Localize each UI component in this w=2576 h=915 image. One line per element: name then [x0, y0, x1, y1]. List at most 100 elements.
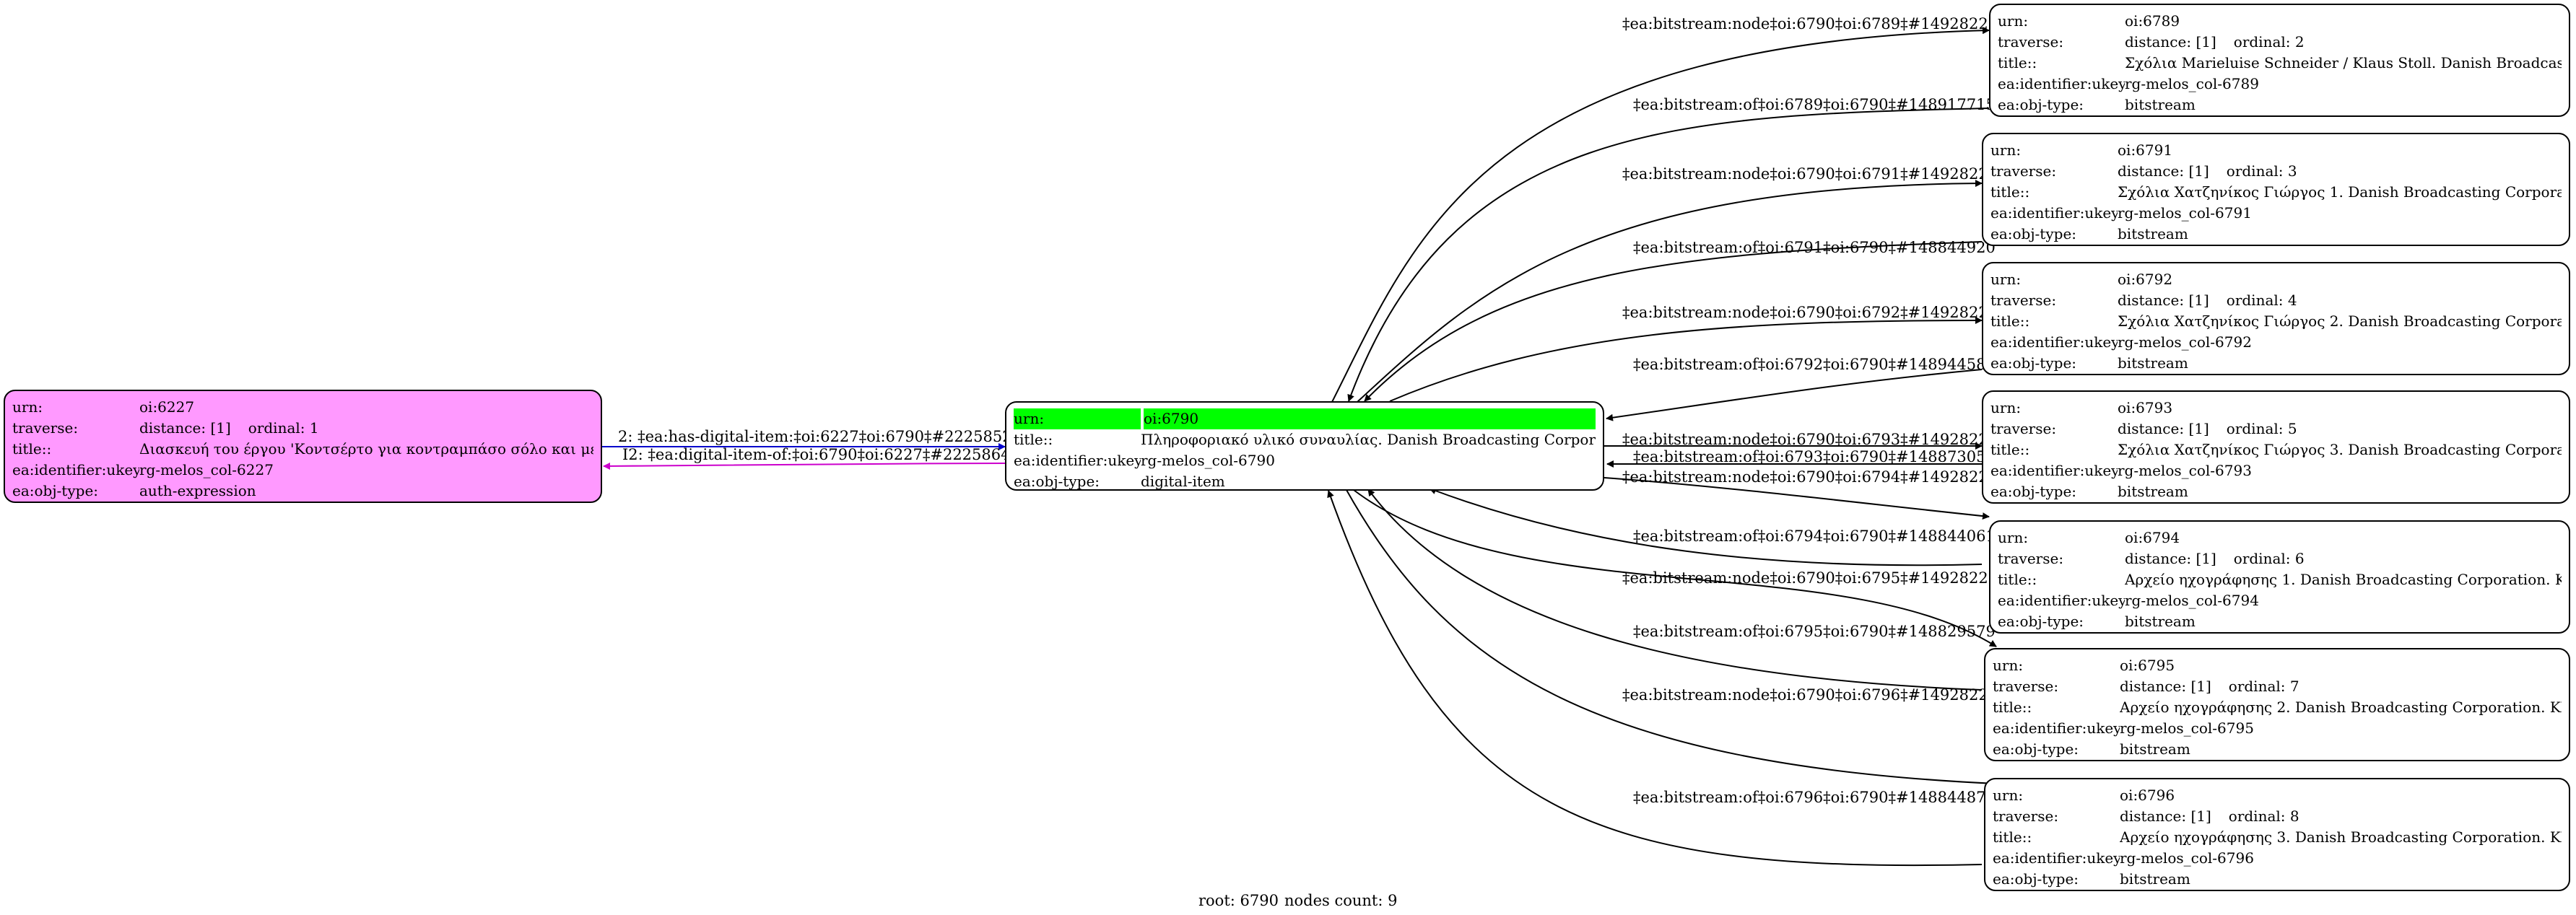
field-value: ordinal: 7	[2228, 678, 2299, 695]
row-urn: urn: oi:6792	[1990, 269, 2562, 290]
field-value: Σχόλια Χατζηνίκος Γιώργος 2. Danish Broa…	[2118, 312, 2562, 330]
field-value: rg-melos_col-6792	[2118, 333, 2252, 351]
edge-label-of-6793: ‡ea:bitstream:of‡oi:6793‡oi:6790‡#148873…	[1633, 448, 1996, 465]
edge-label-node-6794: ‡ea:bitstream:node‡oi:6790‡oi:6794‡#1492…	[1622, 468, 2007, 486]
field-value: rg-melos_col-6789	[2125, 75, 2259, 92]
field-key: urn:	[1998, 529, 2029, 546]
field-value: oi:6227	[139, 398, 195, 416]
edge-node-6789	[1331, 27, 1990, 403]
row-title: title::Σχόλια Χατζηνίκος Γιώργος 3. Dani…	[1990, 439, 2562, 460]
field-value: ordinal: 4	[2226, 292, 2297, 309]
row-type: ea:obj-type:bitstream	[1990, 224, 2562, 245]
edge-label-of-6791: ‡ea:bitstream:of‡oi:6791‡oi:6790‡#148844…	[1633, 239, 1996, 256]
field-key: urn:	[12, 398, 43, 416]
row-urn: urn: oi:6227	[12, 397, 593, 418]
row-title: title::Αρχείο ηχογράφησης 3. Danish Broa…	[1993, 827, 2562, 848]
node-oi-6795[interactable]: urn:oi:6795 traverse:distance: [1]ordina…	[1984, 648, 2570, 761]
edge-label-of-6795: ‡ea:bitstream:of‡oi:6795‡oi:6790‡#148829…	[1633, 623, 1996, 640]
field-value: ordinal: 5	[2226, 420, 2297, 437]
row-urn: urn:oi:6796	[1993, 785, 2562, 806]
field-value: distance: [1]	[2120, 807, 2211, 825]
field-value: distance: [1]	[2125, 33, 2216, 51]
row-traverse: traverse:distance: [1]ordinal: 3	[1990, 161, 2562, 182]
field-value: Αρχείο ηχογράφησης 1. Danish Broadcastin…	[2125, 571, 2562, 588]
row-urn: urn:oi:6794	[1998, 527, 2562, 548]
edge-label-node-6791: ‡ea:bitstream:node‡oi:6790‡oi:6791‡#1492…	[1622, 165, 2007, 183]
node-oi-6794[interactable]: urn:oi:6794 traverse:distance: [1]ordina…	[1989, 520, 2570, 634]
field-value: rg-melos_col-6794	[2125, 592, 2259, 609]
node-oi-6227[interactable]: urn:oi:6227 traverse:distance: [1]ordina…	[4, 390, 602, 503]
field-value: rg-melos_col-6793	[2118, 462, 2252, 479]
field-key: urn:	[1014, 408, 1141, 429]
field-key: title::	[12, 440, 52, 457]
field-key: traverse:	[1993, 807, 2059, 825]
row-title: title::Αρχείο ηχογράφησης 2. Danish Broa…	[1993, 697, 2562, 718]
field-key: traverse:	[1990, 292, 2057, 309]
field-value: oi:6792	[2118, 271, 2173, 288]
edge-of-6789	[1347, 108, 1990, 402]
field-value: oi:6789	[2125, 12, 2180, 30]
node-oi-6789[interactable]: urn:oi:6789 traverse:distance: [1]ordina…	[1989, 4, 2570, 117]
row-title: title::Σχόλια Χατζηνίκος Γιώργος 2. Dani…	[1990, 311, 2562, 332]
field-value: Αρχείο ηχογράφησης 2. Danish Broadcastin…	[2120, 699, 2562, 716]
field-value: oi:6790	[1144, 408, 1596, 429]
field-value: bitstream	[2120, 870, 2190, 888]
field-key: traverse:	[1998, 33, 2064, 51]
edge-label-has-digital-item: 2: ‡ea:has-digital-item:‡oi:6227‡oi:6790…	[618, 428, 1031, 445]
field-value: distance: [1]	[139, 419, 231, 437]
node-oi-6796[interactable]: urn:oi:6796 traverse: distance: [1] ordina…	[1984, 778, 2570, 891]
field-key: traverse:	[12, 419, 79, 437]
field-value: ordinal: 8	[2228, 807, 2299, 825]
field-key: ea:obj-type:	[1990, 225, 2077, 242]
edge-label-node-6793: ‡ea:bitstream:node‡oi:6790‡oi:6793‡#1492…	[1622, 431, 2007, 448]
field-key: ea:obj-type:	[1998, 613, 2084, 630]
field-key: ea:identifier:ukey	[1993, 719, 2120, 737]
row-traverse: traverse:distance: [1]ordinal: 2	[1998, 32, 2562, 53]
node-oi-6790[interactable]: urn:oi:6790 title::Πληροφοριακό υλικό συ…	[1005, 401, 1604, 491]
field-key: ea:identifier:ukey	[1990, 204, 2118, 222]
edge-node-6792	[1389, 317, 1983, 402]
row-type: ea:obj-type: bitstream	[1990, 481, 2562, 502]
edge-label-node-6796: ‡ea:bitstream:node‡oi:6790‡oi:6796‡#1492…	[1622, 686, 2007, 704]
field-key: ea:identifier:ukey	[1998, 75, 2125, 92]
node-oi-6792[interactable]: urn:oi:6792 traverse:distance: [1]ordina…	[1982, 262, 2570, 375]
field-key: ea:obj-type:	[1998, 96, 2084, 113]
field-key: ea:obj-type:	[1990, 354, 2077, 372]
field-key: ea:obj-type:	[1993, 870, 2079, 888]
field-value: bitstream	[2118, 354, 2188, 372]
row-title: title::Σχόλια Marieluise Schneider / Kla…	[1998, 53, 2562, 74]
row-title: title::Αρχείο ηχογράφησης 1. Danish Broa…	[1998, 569, 2562, 590]
row-traverse: traverse:distance: [1]ordinal: 5	[1990, 419, 2562, 439]
row-type: ea:obj-type:bitstream	[1993, 739, 2562, 760]
field-value: bitstream	[2125, 96, 2196, 113]
field-key: urn:	[1990, 141, 2022, 159]
field-key: ea:obj-type:	[1990, 483, 2077, 500]
node-oi-6791[interactable]: urn:oi:6791 traverse:distance: [1]ordina…	[1982, 133, 2570, 246]
field-value: ordinal: 3	[2226, 162, 2297, 180]
node-oi-6793[interactable]: urn:oi:6793 traverse:distance: [1]ordina…	[1982, 390, 2570, 504]
edge-node-6794	[1604, 477, 1990, 520]
row-type: ea:obj-type:bitstream	[1998, 611, 2562, 632]
field-key: traverse:	[1993, 678, 2059, 695]
field-value: distance: [1]	[2125, 550, 2216, 567]
field-value: rg-melos_col-6790	[1141, 452, 1275, 469]
field-value: bitstream	[2118, 483, 2188, 500]
field-value: oi:6795	[2120, 657, 2175, 674]
footer-root: root: 6790	[1198, 892, 1279, 909]
field-value: distance: [1]	[2118, 420, 2209, 437]
field-key: ea:identifier:ukey	[1993, 849, 2120, 867]
edge-of-6794	[1429, 487, 1983, 566]
row-urn: urn:oi:6791	[1990, 140, 2562, 161]
row-title: title::Πληροφοριακό υλικό συναυλίας. Dan…	[1014, 429, 1596, 450]
field-key: urn:	[1990, 271, 2022, 288]
edge-digital-item-of	[603, 462, 1006, 470]
field-key: ea:identifier:ukey	[12, 461, 139, 478]
edge-of-6795	[1367, 489, 1983, 691]
field-value: bitstream	[2120, 740, 2190, 758]
